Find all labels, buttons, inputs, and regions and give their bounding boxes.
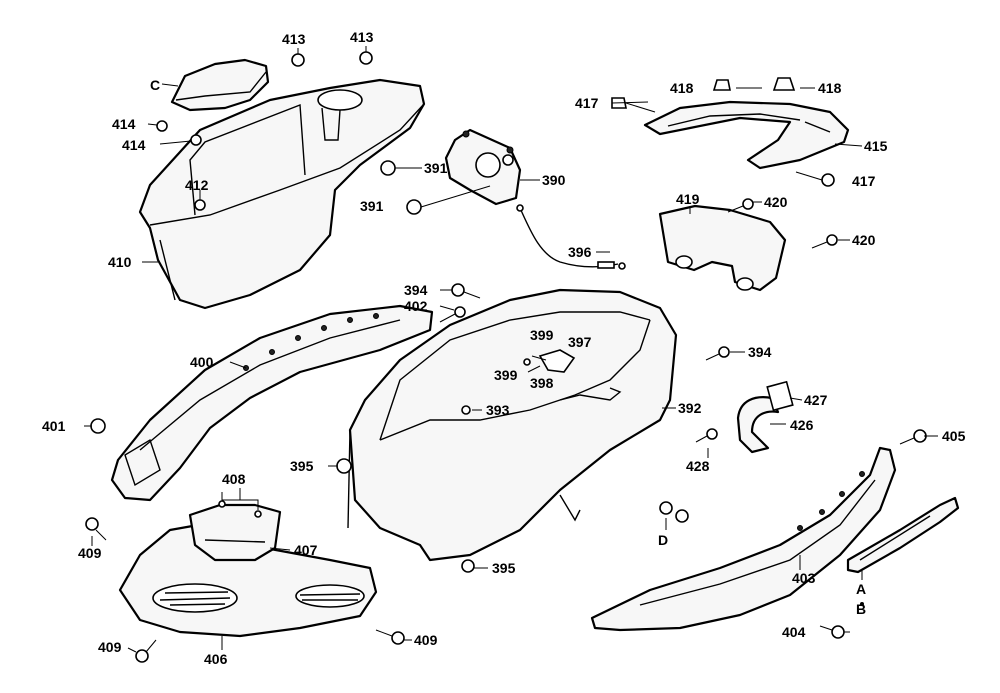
- label-413-a: 413: [282, 31, 306, 47]
- label-407: 407: [294, 542, 318, 558]
- label-392: 392: [678, 400, 702, 416]
- label-427: 427: [804, 392, 828, 408]
- label-418-a: 418: [670, 80, 694, 96]
- label-403: 403: [792, 570, 816, 586]
- label-391-a: 391: [424, 160, 448, 176]
- label-408: 408: [222, 471, 246, 487]
- label-410: 410: [108, 254, 132, 270]
- part-C-lid: [170, 58, 270, 112]
- label-400: 400: [190, 354, 214, 370]
- label-418-b: 418: [818, 80, 842, 96]
- label-409-a: 409: [78, 545, 102, 561]
- label-390: 390: [542, 172, 566, 188]
- label-A: A: [856, 581, 866, 597]
- label-420-a: 420: [764, 194, 788, 210]
- label-399-a: 399: [530, 327, 554, 343]
- part-403-side-molding: [590, 446, 897, 632]
- label-414-b: 414: [122, 137, 146, 153]
- part-397-clip: [538, 349, 576, 373]
- callout-labels: 413 413 C 414 414 412 410 391 391 390 41…: [42, 29, 966, 667]
- label-D: D: [658, 532, 668, 548]
- label-406: 406: [204, 651, 228, 667]
- part-426-hook: [736, 380, 794, 454]
- leader-lines: [84, 46, 938, 653]
- label-417-b: 417: [852, 173, 876, 189]
- part-396-cable: [516, 204, 626, 270]
- label-420-b: 420: [852, 232, 876, 248]
- part-400-side-rail: [110, 304, 434, 502]
- label-394-b: 394: [748, 344, 772, 360]
- part-392-body-cover: [347, 288, 678, 562]
- label-414-a: 414: [112, 116, 136, 132]
- label-417-a: 417: [575, 95, 599, 111]
- label-426: 426: [790, 417, 814, 433]
- label-393: 393: [486, 402, 510, 418]
- part-410-luggage-box: [138, 78, 426, 310]
- label-394-a: 394: [404, 282, 428, 298]
- label-419: 419: [676, 191, 700, 207]
- part-407-panel: [188, 503, 282, 562]
- part-A-B-strip: [846, 496, 960, 574]
- label-398: 398: [530, 375, 554, 391]
- label-404: 404: [782, 624, 806, 640]
- part-415-grab-bar: [643, 100, 850, 170]
- hardware: [85, 51, 927, 663]
- part-390-bracket: [444, 128, 522, 206]
- label-409-b: 409: [98, 639, 122, 655]
- label-401: 401: [42, 418, 66, 434]
- label-415: 415: [864, 138, 888, 154]
- part-419-plate: [658, 204, 787, 292]
- label-C: C: [150, 77, 160, 93]
- label-395-a: 395: [290, 458, 314, 474]
- label-397: 397: [568, 334, 592, 350]
- label-391-b: 391: [360, 198, 384, 214]
- part-406-front-panel: [118, 520, 378, 638]
- label-428: 428: [686, 458, 710, 474]
- label-405: 405: [942, 428, 966, 444]
- label-402: 402: [404, 298, 428, 314]
- label-B: B: [856, 601, 866, 617]
- label-412: 412: [185, 177, 209, 193]
- label-399-b: 399: [494, 367, 518, 383]
- label-413-b: 413: [350, 29, 374, 45]
- label-409-c: 409: [414, 632, 438, 648]
- label-396: 396: [568, 244, 592, 260]
- label-395-b: 395: [492, 560, 516, 576]
